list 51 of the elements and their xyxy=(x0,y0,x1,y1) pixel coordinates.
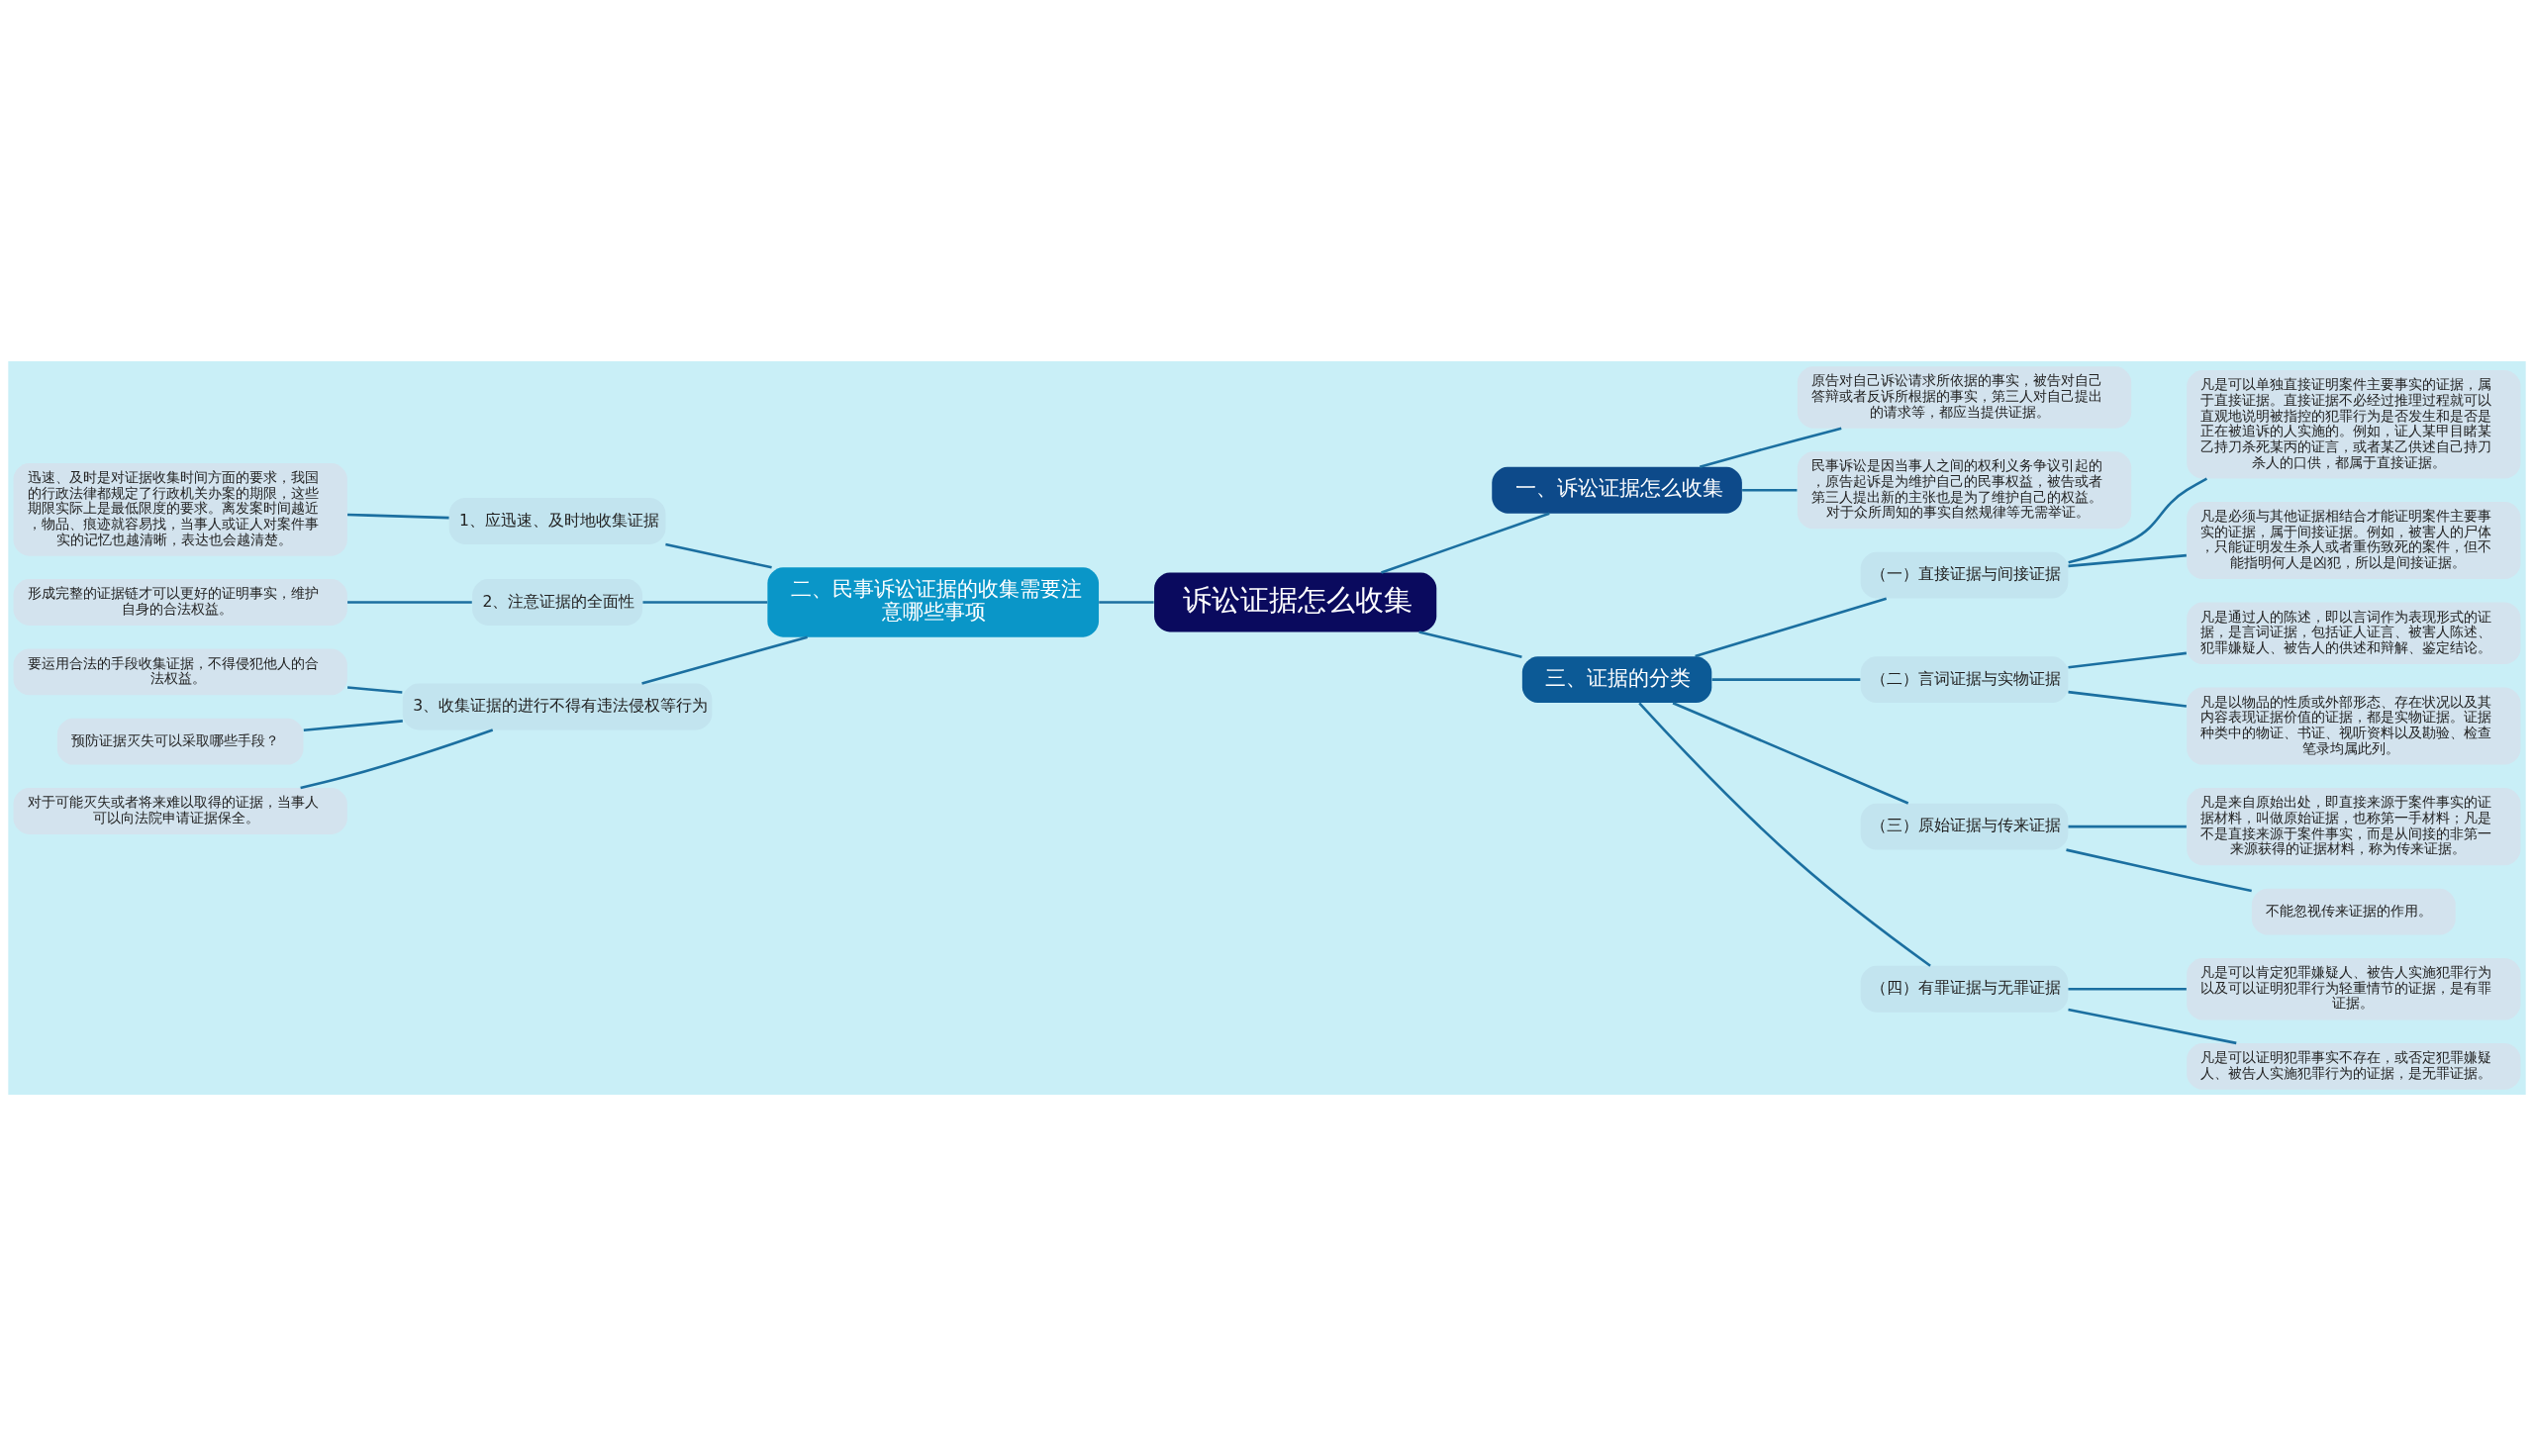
node-box: 迅速、及时是对证据收集时间方面的要求，我国的行政法律都规定了行政机关办案的期限，这些期限实际上是最低限度的要求。离发案时间越近，物品、痕迹就容易找，当事人或证人对案件事实的记忆也越清晰，表达也会越清楚。 xyxy=(13,462,347,556)
connector xyxy=(2068,825,2187,828)
connector xyxy=(1418,631,1522,658)
connector xyxy=(1381,512,1550,574)
node-box: 原告对自己诉讼请求所依据的事实，被告对自己答辩或者反诉所根据的事实，第三人对自己提出的请求等，都应当提供证据。 xyxy=(1797,366,2132,429)
connector xyxy=(303,720,403,731)
node-box: 形成完整的证据链才可以更好的证明事实，维护自身的合法权益。 xyxy=(13,579,347,626)
connector xyxy=(641,635,808,685)
connector xyxy=(2068,690,2188,708)
connector xyxy=(346,686,403,694)
node-box: 不能忽视传来证据的作用。 xyxy=(2251,888,2456,935)
node-box: 预防证据灭失可以采取哪些手段？ xyxy=(56,718,304,765)
node-box: 凡是通过人的陈述，即以言词作为表现形式的证据，是言词证据，包括证人证言、被害人陈述、犯罪嫌疑人、被告人的供述和辩解、鉴定结论。 xyxy=(2187,602,2521,665)
node-box: （四）有罪证据与无罪证据 xyxy=(1860,965,2069,1013)
connector xyxy=(2068,477,2208,564)
connector xyxy=(300,728,494,790)
node-box: 诉讼证据怎么收集 xyxy=(1154,572,1437,632)
connector xyxy=(1672,702,1909,805)
connector xyxy=(2068,1008,2237,1045)
connector xyxy=(1711,678,1861,681)
connector xyxy=(1742,488,1798,492)
connector xyxy=(2068,553,2187,568)
node-box: 民事诉讼是因当事人之间的权利义务争议引起的，原告起诉是为维护自己的民事权益，被告或者第三人提出新的主张也是为了维护自己的权益。对于众所周知的事实自然规律等无需举证。 xyxy=(1797,451,2132,530)
connector xyxy=(665,542,772,569)
connector xyxy=(1638,702,1931,967)
node-box: 3、收集证据的进行不得有违法侵权等行为 xyxy=(402,683,713,730)
node-box: 一、诉讼证据怎么收集 xyxy=(1492,466,1742,514)
node-box: 凡是以物品的性质或外部形态、存在状况以及其内容表现证据价值的证据，都是实物证据。证据种类中的物证、书证、视听资料以及勘验、检查笔录均属此列。 xyxy=(2187,687,2521,765)
node-box: （二）言词证据与实物证据 xyxy=(1860,656,2069,704)
node-box: 凡是必须与其他证据相结合才能证明案件主要事实的证据，属于间接证据。例如，被害人的尸体，只能证明发生杀人或者重伤致死的案件，但不能指明何人是凶犯，所以是间接证据。 xyxy=(2187,501,2521,580)
node-box: 凡是可以证明犯罪事实不存在，或否定犯罪嫌疑人、被告人实施犯罪行为的证据，是无罪证据。 xyxy=(2187,1042,2521,1090)
connector xyxy=(1695,597,1888,658)
node-box: 1、应迅速、及时地收集证据 xyxy=(448,498,666,544)
node-box: 要运用合法的手段收集证据，不得侵犯他人的合法权益。 xyxy=(13,648,347,696)
connector xyxy=(2068,987,2187,991)
connector xyxy=(2068,651,2188,669)
node-box: 凡是来自原始出处，即直接来源于案件事实的证据材料，叫做原始证据，也称第一手材料；凡是不是直接来源于案件事实，而是从间接的非第一来源获得的证据材料，称为传来证据。 xyxy=(2187,788,2521,866)
node-box: 二、民事诉讼证据的收集需要注意哪些事项 xyxy=(767,567,1100,637)
node-box: 凡是可以单独直接证明案件主要事实的证据，属于直接证据。直接证据不必经过推理过程就可以直观地说明被指控的犯罪行为是否发生和是否是正在被追诉的人实施的。例如，证人某甲目睹某乙持刀杀死某丙的证言，或者某乙供述自己持刀杀人的口供，都属于直接证据。 xyxy=(2187,370,2521,479)
connector xyxy=(2066,848,2252,893)
node-box: 对于可能灭失或者将来难以取得的证据，当事人可以向法院申请证据保全。 xyxy=(13,788,347,834)
node-box: 凡是可以肯定犯罪嫌疑人、被告人实施犯罪行为以及可以证明犯罪行为轻重情节的证据，是有罪证据。 xyxy=(2187,957,2521,1020)
connector xyxy=(1699,427,1842,468)
node-box: （三）原始证据与传来证据 xyxy=(1860,803,2069,850)
connector xyxy=(1099,601,1154,604)
node-box: （一）直接证据与间接证据 xyxy=(1860,551,2069,599)
node-box: 2、注意证据的全面性 xyxy=(472,579,643,626)
connector xyxy=(642,601,768,604)
node-box: 三、证据的分类 xyxy=(1521,656,1712,704)
connector xyxy=(347,513,449,520)
connector xyxy=(347,601,472,604)
